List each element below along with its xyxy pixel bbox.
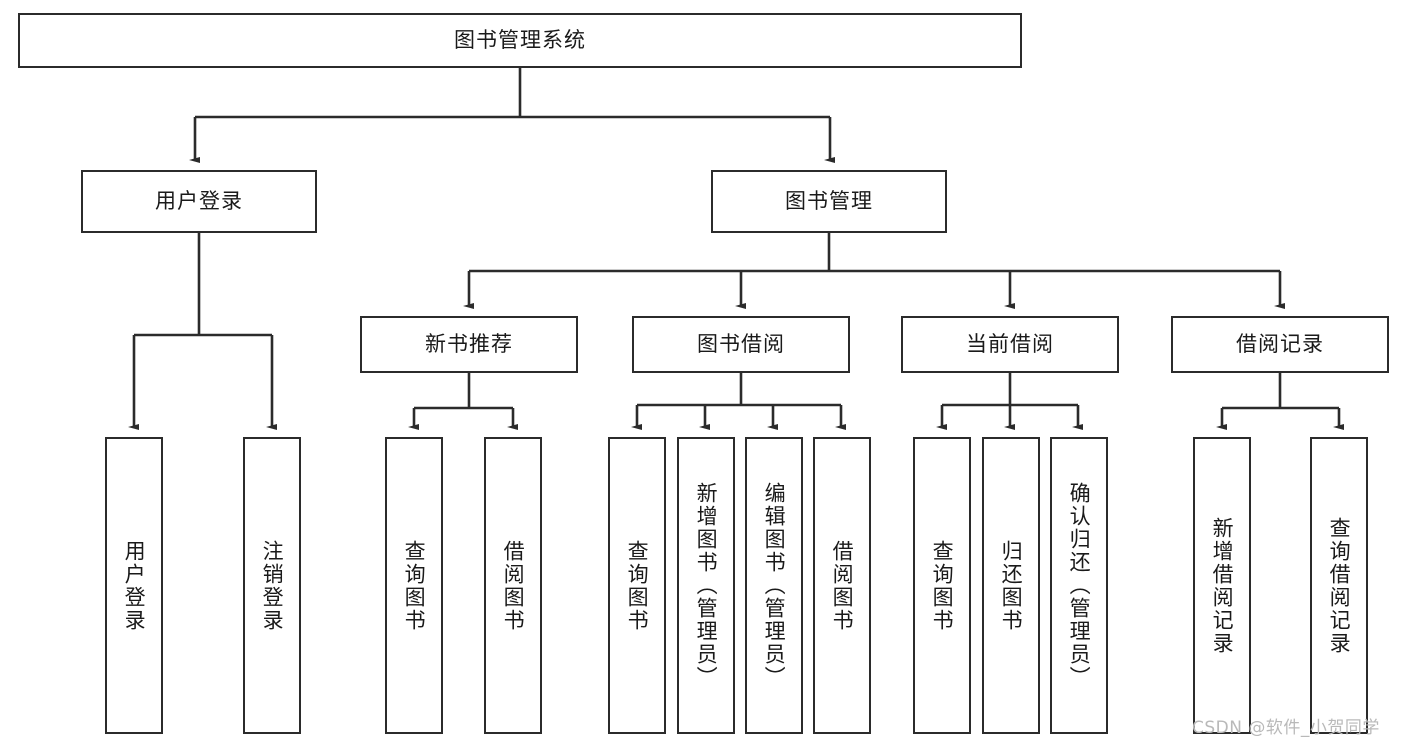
- node-label: 当前借阅: [966, 331, 1054, 356]
- node-leaf-edit-book-admin[interactable]: 编辑图书（管理员）: [745, 437, 803, 734]
- node-label: 注销登录: [260, 539, 285, 632]
- node-label: 新增借阅记录: [1210, 516, 1235, 655]
- node-leaf-return-book[interactable]: 归还图书: [982, 437, 1040, 734]
- node-label: 编辑图书（管理员）: [762, 482, 787, 689]
- node-label: 查询图书: [402, 539, 427, 632]
- node-leaf-query-book-current[interactable]: 查询图书: [913, 437, 971, 734]
- node-current-borrow[interactable]: 当前借阅: [901, 316, 1119, 373]
- node-label: 查询借阅记录: [1327, 516, 1352, 655]
- node-leaf-add-book-admin[interactable]: 新增图书（管理员）: [677, 437, 735, 734]
- node-label: 借阅记录: [1236, 331, 1324, 356]
- node-leaf-borrow-book[interactable]: 借阅图书: [813, 437, 871, 734]
- node-user-login[interactable]: 用户登录: [81, 170, 317, 233]
- node-book-management[interactable]: 图书管理: [711, 170, 947, 233]
- csdn-watermark: CSDN @软件_小贺同学: [1192, 718, 1380, 738]
- node-leaf-confirm-return-admin[interactable]: 确认归还（管理员）: [1050, 437, 1108, 734]
- node-leaf-add-borrow-record[interactable]: 新增借阅记录: [1193, 437, 1251, 734]
- node-label: 用户登录: [155, 188, 243, 213]
- node-leaf-query-book-recommend[interactable]: 查询图书: [385, 437, 443, 734]
- node-leaf-borrow-book-recommend[interactable]: 借阅图书: [484, 437, 542, 734]
- node-label: 图书管理系统: [454, 27, 586, 52]
- node-label: 新增图书（管理员）: [694, 482, 719, 689]
- node-label: 图书借阅: [697, 331, 785, 356]
- node-leaf-logout[interactable]: 注销登录: [243, 437, 301, 734]
- node-label: 归还图书: [999, 539, 1024, 632]
- node-book-borrow[interactable]: 图书借阅: [632, 316, 850, 373]
- node-label: 查询图书: [625, 539, 650, 632]
- node-borrow-record[interactable]: 借阅记录: [1171, 316, 1389, 373]
- node-leaf-user-login[interactable]: 用户登录: [105, 437, 163, 734]
- node-label: 用户登录: [122, 539, 147, 632]
- node-leaf-query-book-borrow[interactable]: 查询图书: [608, 437, 666, 734]
- node-label: 新书推荐: [425, 331, 513, 356]
- node-label: 确认归还（管理员）: [1067, 482, 1092, 689]
- node-label: 图书管理: [785, 188, 873, 213]
- node-leaf-query-borrow-record[interactable]: 查询借阅记录: [1310, 437, 1368, 734]
- node-label: 查询图书: [930, 539, 955, 632]
- node-root-book-management-system[interactable]: 图书管理系统: [18, 13, 1022, 68]
- node-new-book-recommend[interactable]: 新书推荐: [360, 316, 578, 373]
- node-label: 借阅图书: [501, 539, 526, 632]
- node-label: 借阅图书: [830, 539, 855, 632]
